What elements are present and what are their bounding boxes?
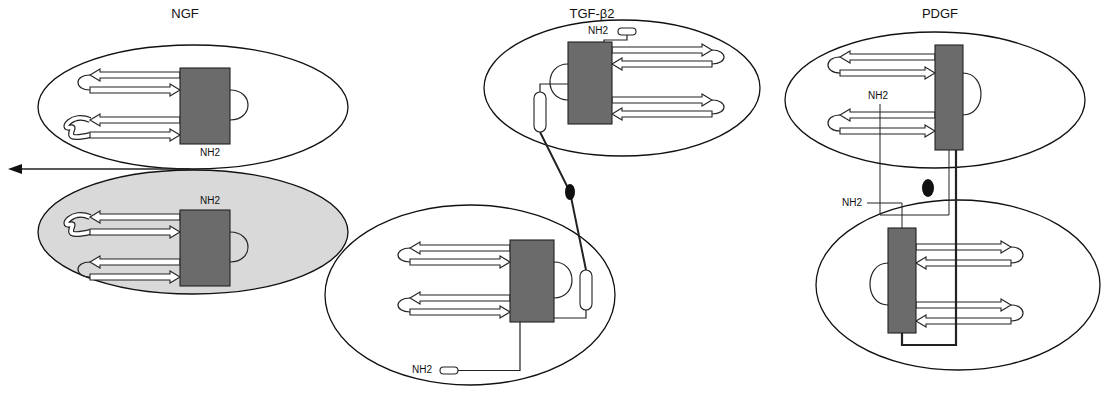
loop-line [230, 232, 248, 262]
beta-strand [840, 109, 935, 121]
terminus-label: NH2 [841, 197, 863, 209]
loop-line [1011, 247, 1023, 263]
terminus-label: NH2 [199, 195, 221, 207]
helix-cylinder [440, 367, 458, 374]
cystine-knot-block [935, 45, 963, 150]
loop-line [230, 90, 248, 120]
beta-strand [916, 241, 1011, 253]
twofold-axis-symbol [922, 179, 934, 197]
loop-line [712, 50, 724, 64]
loop-line [712, 100, 724, 114]
twofold-axis-symbol [565, 184, 575, 200]
twisted-loop-edge [66, 215, 90, 234]
loop-line [870, 263, 888, 305]
beta-strand [410, 292, 510, 304]
beta-strand [916, 315, 1011, 327]
beta-strand [840, 67, 935, 79]
beta-strand [840, 125, 935, 137]
beta-strand [410, 242, 510, 254]
loop-line [828, 57, 840, 73]
beta-strand [916, 257, 1011, 269]
beta-strand [90, 256, 180, 268]
terminus-label: NH2 [867, 90, 889, 102]
monomer-outline [816, 200, 1100, 370]
beta-strand [612, 58, 712, 70]
beta-strand [90, 84, 180, 96]
monomer-outline [325, 205, 615, 385]
beta-strand [90, 114, 180, 126]
beta-strand [410, 256, 510, 268]
chain-line [867, 203, 902, 228]
helix-cylinder [580, 270, 592, 310]
monomer-outline [484, 20, 760, 156]
cystine-knot-block [510, 240, 554, 322]
beta-strand [90, 69, 180, 81]
loop-line [963, 73, 981, 115]
chain-line [880, 104, 949, 215]
beta-strand [612, 94, 712, 106]
cystine-knot-block [180, 210, 230, 286]
cystine-knot-block [180, 68, 230, 144]
axis-arrowhead [8, 164, 22, 174]
helix-cylinder [534, 92, 546, 132]
loop-line [550, 64, 568, 100]
terminus-label: NH2 [587, 25, 609, 37]
beta-strand [90, 211, 180, 223]
beta-strand [90, 226, 180, 238]
beta-strand [612, 108, 712, 120]
loop-line [78, 75, 90, 90]
beta-strand [612, 44, 712, 56]
beta-strand [90, 271, 180, 283]
cystine-knot-block [568, 42, 612, 124]
monomer-outline [785, 32, 1085, 168]
monomer-outline [38, 45, 348, 169]
beta-strand [90, 129, 180, 141]
loop-line [554, 262, 572, 298]
chain-line [458, 322, 520, 371]
beta-strand [916, 299, 1011, 311]
beta-strand [840, 51, 935, 63]
symmetry-axis [22, 168, 190, 169]
interchain-line [902, 150, 956, 345]
twisted-loop [66, 118, 90, 137]
cystine-knot-block [888, 228, 916, 333]
interchain-line [540, 132, 586, 270]
protein-name: NGF [171, 6, 198, 22]
terminus-label: NH2 [199, 147, 221, 159]
chain-line [554, 310, 586, 318]
twisted-loop [66, 215, 90, 234]
chain-line [540, 84, 568, 92]
protein-name: PDGF [922, 6, 958, 22]
protein-name: TGF-β2 [569, 6, 614, 22]
terminus-label: NH2 [411, 364, 433, 376]
twisted-loop-edge [66, 118, 90, 137]
loop-line [828, 115, 840, 131]
beta-strand [410, 306, 510, 318]
loop-line [1011, 305, 1023, 321]
helix-cylinder [618, 28, 636, 35]
loop-line [398, 248, 410, 262]
monomer-outline [38, 170, 348, 294]
loop-line [78, 262, 90, 277]
loop-line [398, 298, 410, 312]
